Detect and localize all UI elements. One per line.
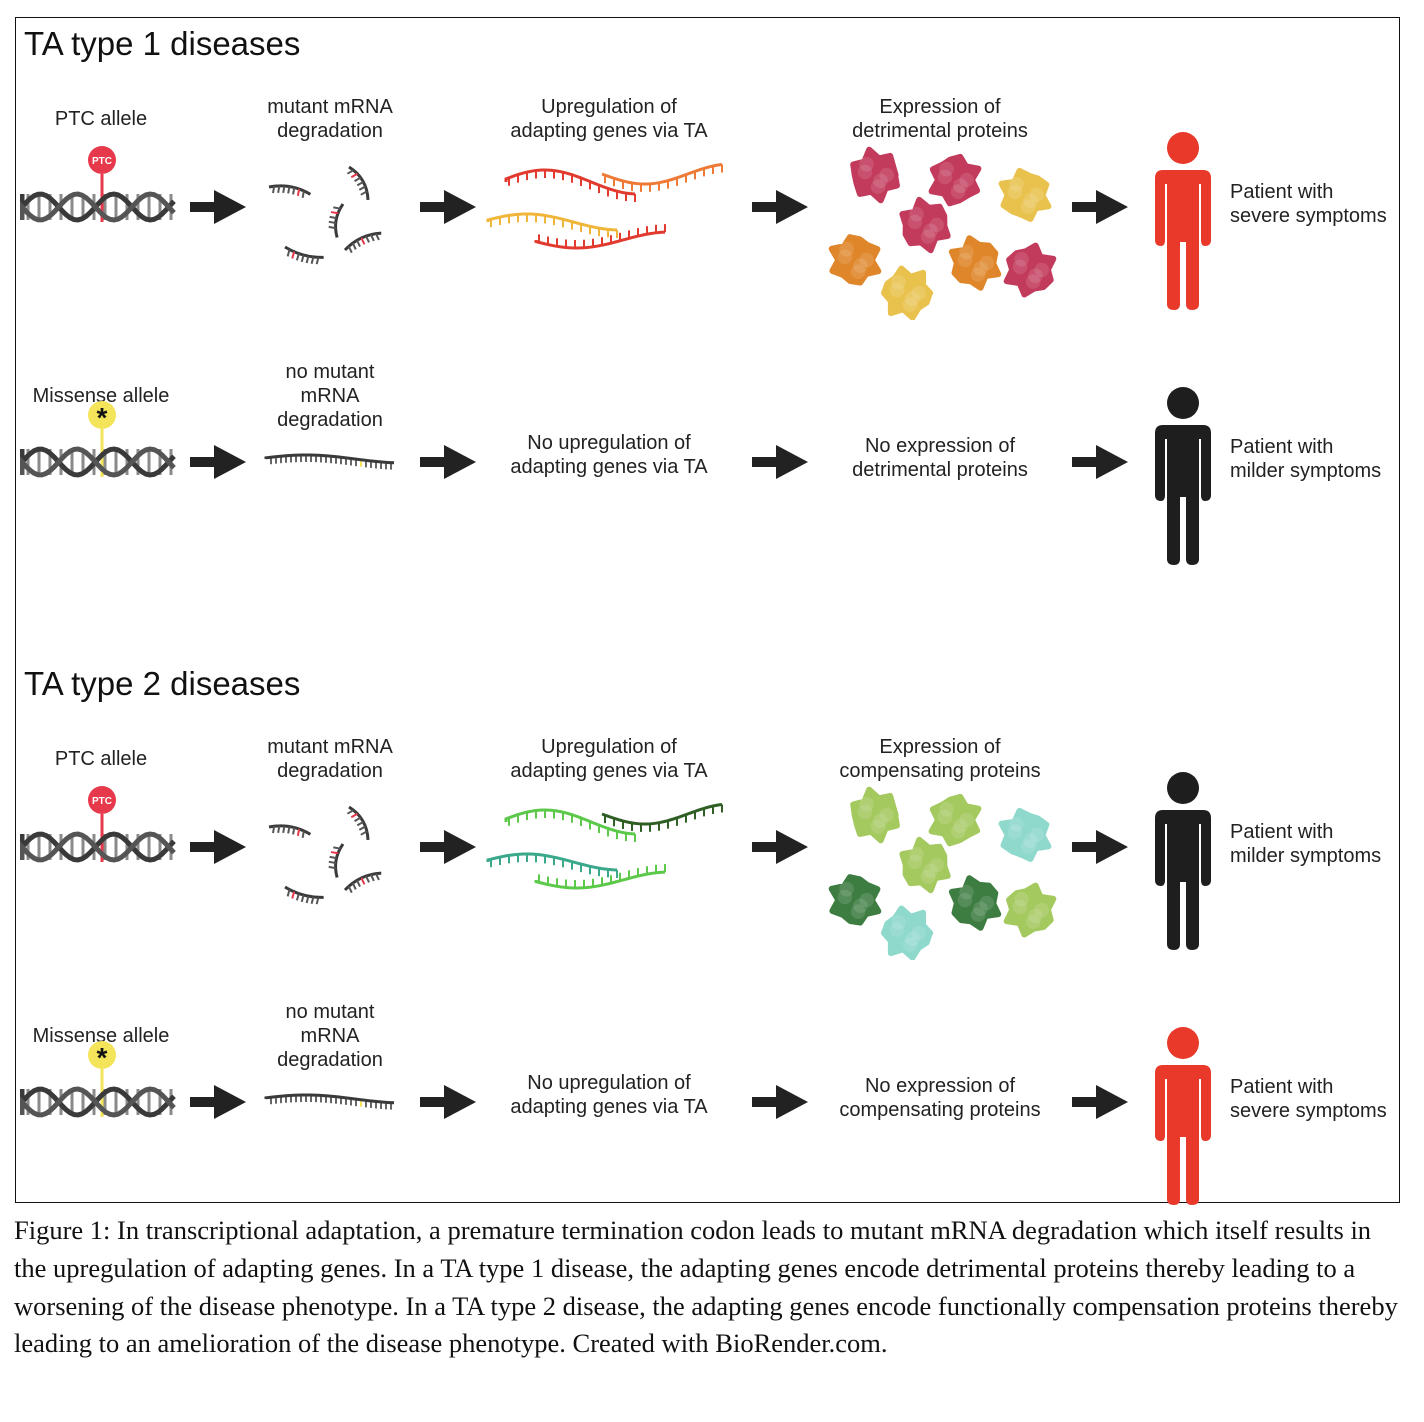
dna-helix-icon: PTC	[20, 146, 176, 223]
arrow-right-icon	[752, 830, 808, 864]
svg-text:*: *	[97, 402, 108, 433]
allele-label: Missense allele	[32, 385, 170, 407]
protein-icon	[1003, 242, 1057, 298]
protein-icon	[850, 146, 900, 204]
missense-star-icon: *	[88, 1041, 116, 1073]
arrow-right-icon	[190, 190, 246, 224]
red-mrna-transcripts-icon	[486, 163, 723, 250]
protein-icon	[828, 234, 882, 286]
protein-icon	[828, 874, 882, 926]
protein-icon	[881, 905, 934, 960]
protein-icon	[1003, 882, 1057, 938]
arrow-right-icon	[420, 830, 476, 864]
allele-label: PTC allele	[54, 748, 148, 770]
arrow-right-icon	[752, 1085, 808, 1119]
protein-icon	[998, 807, 1052, 862]
patient-figure-icon	[1155, 772, 1211, 950]
section-title: TA type 1 diseases	[24, 25, 301, 62]
protein-icon	[928, 793, 982, 847]
protein-icon	[899, 836, 951, 894]
degraded-mrna-fragments-icon	[268, 165, 382, 265]
allele-label: Missense allele	[32, 1025, 170, 1047]
intact-mrna-icon	[264, 453, 395, 470]
patient-figure-icon	[1155, 387, 1211, 565]
arrow-right-icon	[1072, 445, 1128, 479]
arrow-right-icon	[1072, 190, 1128, 224]
arrow-right-icon	[752, 190, 808, 224]
intact-mrna-icon	[264, 1093, 395, 1110]
patient-figure-icon	[1155, 132, 1211, 310]
missense-star-icon: *	[88, 401, 116, 433]
arrow-right-icon	[420, 190, 476, 224]
arrow-right-icon	[420, 1085, 476, 1119]
ptc-marker-icon: PTC	[88, 786, 116, 814]
arrow-right-icon	[1072, 1085, 1128, 1119]
detrimental-proteins-icon	[828, 146, 1057, 320]
arrow-right-icon	[1072, 830, 1128, 864]
protein-icon	[948, 235, 1002, 291]
protein-icon	[881, 265, 934, 320]
dna-helix-icon: *	[20, 401, 176, 478]
section-title: TA type 2 diseases	[24, 665, 301, 702]
protein-icon	[948, 875, 1002, 931]
degraded-mrna-fragments-icon	[268, 805, 382, 905]
arrow-right-icon	[420, 445, 476, 479]
dna-helix-icon: PTC	[20, 786, 176, 863]
arrow-right-icon	[190, 445, 246, 479]
arrow-right-icon	[190, 1085, 246, 1119]
protein-icon	[899, 196, 951, 254]
protein-icon	[850, 786, 900, 844]
svg-text:*: *	[97, 1042, 108, 1073]
figure-caption: Figure 1: In transcriptional adaptation,…	[14, 1215, 1398, 1359]
svg-text:PTC: PTC	[92, 156, 112, 167]
patient-figure-icon	[1155, 1027, 1211, 1205]
figure-frame	[15, 17, 1400, 1203]
arrow-right-icon	[190, 830, 246, 864]
protein-icon	[928, 153, 982, 207]
svg-text:PTC: PTC	[92, 796, 112, 807]
ptc-marker-icon: PTC	[88, 146, 116, 174]
allele-label: PTC allele	[54, 108, 148, 130]
arrow-right-icon	[752, 445, 808, 479]
dna-helix-icon: *	[20, 1041, 176, 1118]
protein-icon	[998, 167, 1052, 222]
compensating-proteins-icon	[828, 786, 1057, 960]
green-mrna-transcripts-icon	[486, 803, 723, 890]
